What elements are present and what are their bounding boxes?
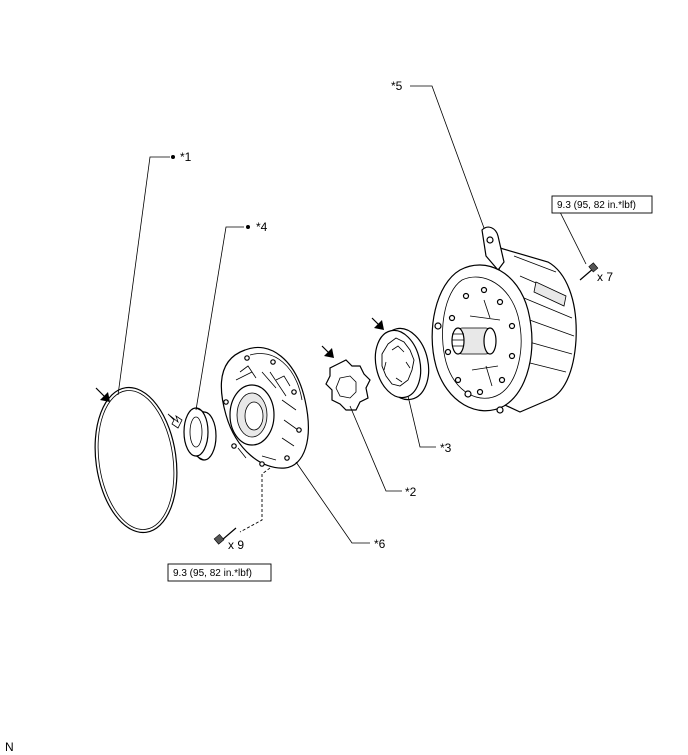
corner-mark: N: [5, 740, 14, 754]
svg-text:9.3 (95, 82 in.*lbf): 9.3 (95, 82 in.*lbf): [173, 568, 252, 579]
callout-1: *1: [180, 150, 192, 164]
callout-5: *5: [391, 79, 403, 93]
leader-line-5: [410, 85, 485, 229]
leader-line-torque-top: [559, 211, 587, 265]
leader-line-2: [349, 405, 402, 492]
torque-box-bottom: 9.3 (95, 82 in.*lbf): [167, 563, 272, 582]
callout-dot-4: [246, 225, 250, 229]
pump-cover-part-6: [220, 346, 309, 469]
apply-arrow-icon: [321, 345, 334, 358]
hollow-arrow-icon: [167, 413, 183, 429]
quantity-bottom: x 9: [228, 538, 244, 552]
leader-line-1: [117, 156, 170, 396]
svg-text:9.3 (95, 82 in.*lbf): 9.3 (95, 82 in.*lbf): [557, 200, 636, 211]
leader-line-3: [407, 395, 436, 448]
callout-dot-1: [171, 155, 175, 159]
callout-3: *3: [440, 441, 452, 455]
alignment-dashed-line: [239, 467, 271, 533]
leader-line-6: [295, 461, 370, 544]
torque-box-top: 9.3 (95, 82 in.*lbf): [551, 195, 653, 214]
callout-2: *2: [405, 485, 417, 499]
apply-arrow-icon: [95, 387, 110, 402]
callout-4: *4: [256, 220, 268, 234]
callout-6: *6: [374, 537, 386, 551]
bolt-icon: [213, 527, 237, 545]
apply-arrow-icon: [371, 317, 384, 330]
driven-gear-part-3: [374, 327, 430, 401]
stator-shaft-part-5: [431, 226, 577, 414]
drive-gear-part-2: [325, 359, 371, 411]
bolt-icon: [579, 262, 599, 281]
oil-seal-part-4: [183, 407, 217, 461]
leader-line-4: [195, 226, 244, 411]
o-ring-part-1: [94, 386, 178, 534]
quantity-top: x 7: [597, 270, 613, 284]
